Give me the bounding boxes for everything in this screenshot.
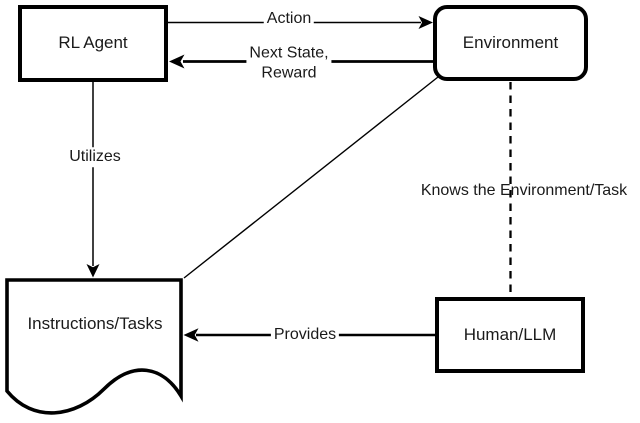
edge-environment-instructions	[183, 76, 439, 279]
edge-label-next-state-line1: Next State,	[249, 44, 329, 62]
node-instructions-tasks-label: Instructions/Tasks	[27, 314, 163, 333]
node-rl-agent-label: RL Agent	[58, 33, 128, 53]
document-shape-instructions-tasks	[5, 278, 183, 415]
node-environment-label: Environment	[462, 32, 559, 52]
node-human-llm: Human/LLM	[435, 297, 585, 373]
utilizes-arrowhead	[86, 264, 100, 278]
edge-label-provides: Provides	[270, 325, 340, 345]
node-environment: Environment	[433, 5, 588, 81]
edge-utilizes	[86, 82, 100, 278]
edge-label-knows-the-environment-task: Knows the Environment/Task	[420, 182, 628, 200]
edge-label-next-state-line2: Reward	[261, 64, 317, 81]
edge-label-utilizes: Utilizes	[66, 147, 124, 167]
edge-label-action: Action	[263, 9, 315, 29]
provides-arrowhead	[183, 328, 199, 342]
node-rl-agent: RL Agent	[18, 5, 168, 82]
action-arrowhead	[418, 16, 433, 29]
next-state-arrowhead	[169, 54, 185, 69]
node-human-llm-label: Human/LLM	[463, 324, 557, 344]
edge-label-next-state-reward: Next State, Reward	[246, 43, 332, 83]
